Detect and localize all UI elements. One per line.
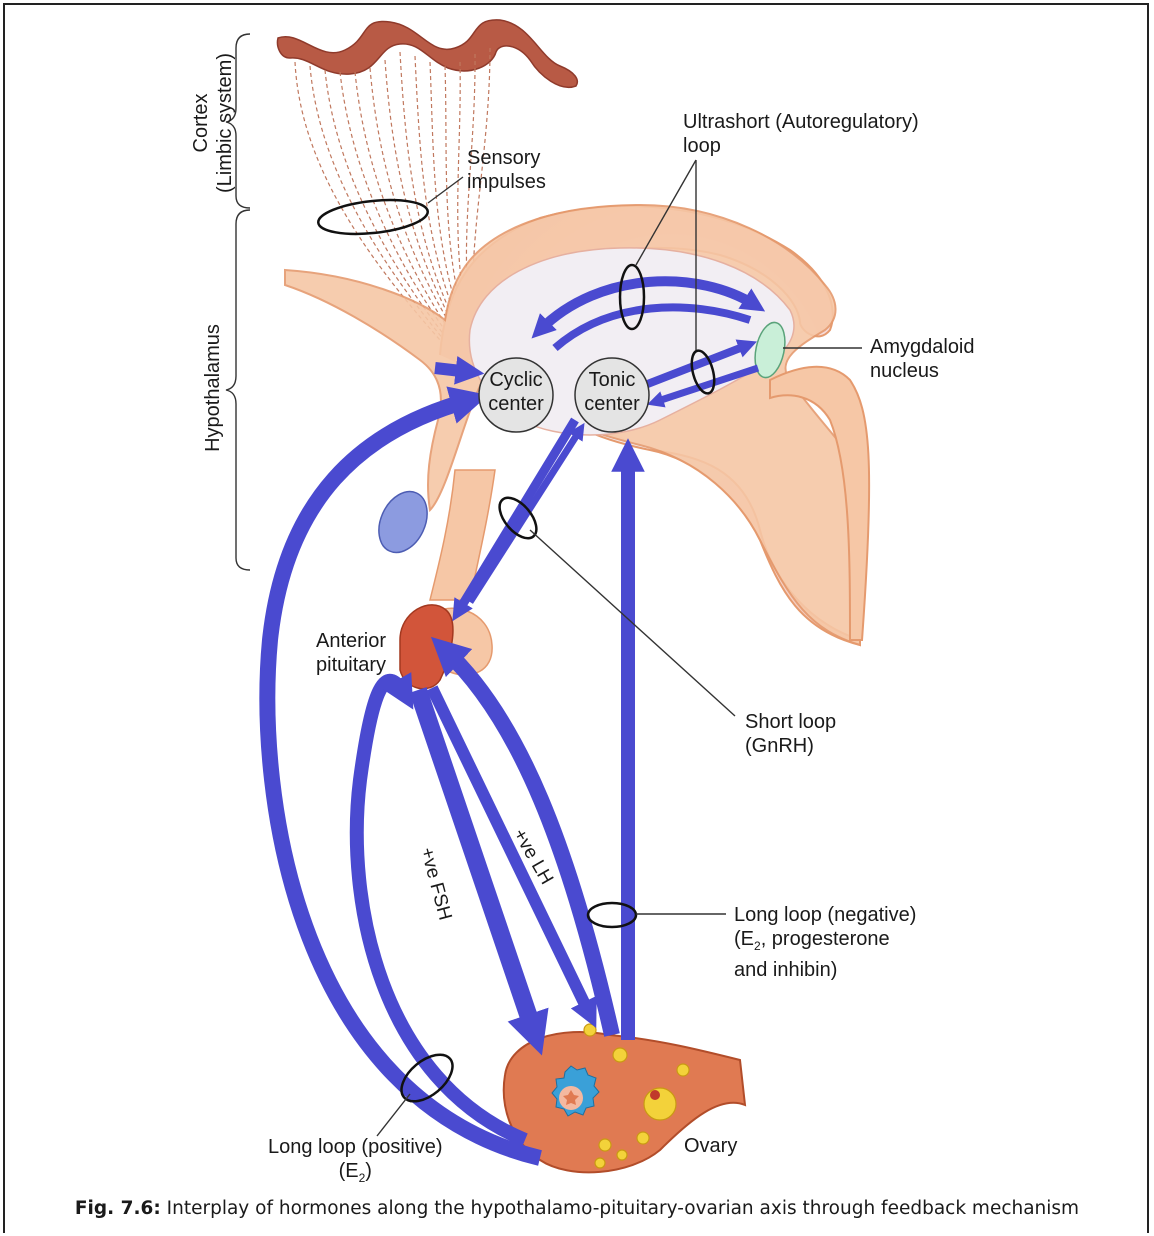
ovary-label: Ovary (684, 1134, 737, 1158)
cortex-label: Cortex (Limbic system) (189, 43, 237, 203)
optic-chiasm (370, 484, 437, 561)
long-pos-line1: Long loop (positive) (268, 1135, 443, 1159)
long-loop-negative-label: Long loop (negative) (E2, progesterone a… (734, 903, 916, 982)
sensory-line2: impulses (467, 170, 546, 194)
long-neg-line1: Long loop (negative) (734, 903, 916, 927)
cortex-label-line1: Cortex (189, 43, 213, 203)
anterior-pituitary-shape (400, 605, 453, 689)
cortex-gyrus (278, 20, 578, 87)
sensory-line1: Sensory (467, 146, 546, 170)
ultrashort-loop-label: Ultrashort (Autoregulatory) loop (683, 110, 919, 158)
tonic-line1: Tonic (567, 368, 657, 392)
cyclic-line1: Cyclic (471, 368, 561, 392)
anterior-line1: Anterior (316, 629, 386, 653)
long-neg-line2: (E2, progesterone (734, 927, 916, 958)
amygdaloid-line1: Amygdaloid (870, 335, 975, 359)
sensory-to-cyclic (435, 368, 470, 372)
short-loop-label: Short loop (GnRH) (745, 710, 836, 758)
amygdaloid-line2: nucleus (870, 359, 975, 383)
ultrashort-line1: Ultrashort (Autoregulatory) (683, 110, 919, 134)
sensory-impulses-label: Sensory impulses (467, 146, 546, 194)
hypothalamus-label: Hypothalamus (201, 308, 225, 468)
cyclic-center-label: Cyclic center (471, 368, 561, 416)
hypothalamus-brace (226, 210, 250, 570)
anterior-pituitary-label: Anterior pituitary (316, 629, 386, 677)
caption-label: Fig. 7.6: (75, 1198, 161, 1219)
long-neg-line3: and inhibin) (734, 958, 916, 982)
long-pos-line2: (E2) (268, 1159, 443, 1190)
long-loop-positive-label: Long loop (positive) (E2) (268, 1135, 443, 1190)
short-loop-line1: Short loop (745, 710, 836, 734)
cyclic-line2: center (471, 392, 561, 416)
sensory-loop-ring (317, 195, 430, 238)
tonic-center-label: Tonic center (567, 368, 657, 416)
dominant-follicle-oocyte (650, 1090, 660, 1100)
short-loop-line2: (GnRH) (745, 734, 836, 758)
tonic-line2: center (567, 392, 657, 416)
cortex-label-line2: (Limbic system) (213, 43, 237, 203)
amygdaloid-label: Amygdaloid nucleus (870, 335, 975, 383)
caption-text: Interplay of hormones along the hypothal… (161, 1198, 1079, 1219)
anterior-line2: pituitary (316, 653, 386, 677)
figure-caption: Fig. 7.6: Interplay of hormones along th… (0, 1198, 1154, 1219)
ultrashort-line2: loop (683, 134, 919, 158)
